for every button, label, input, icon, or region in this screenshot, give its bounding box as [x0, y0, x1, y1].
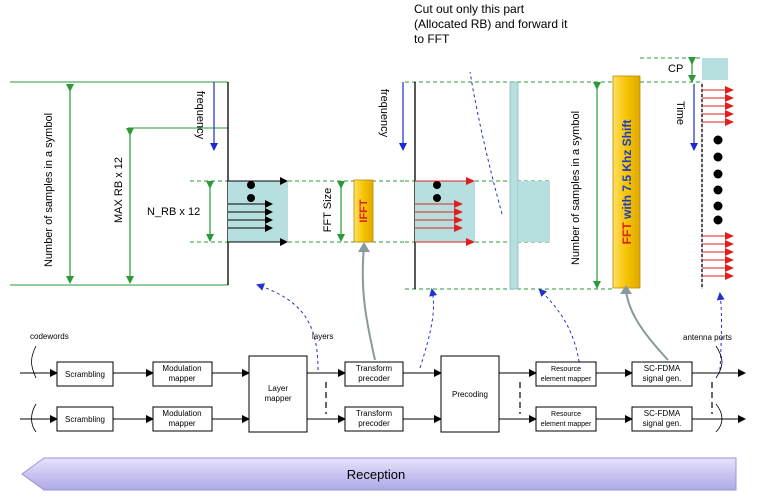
grey-connectors [361, 245, 669, 361]
resource-element-mapper-label: Resource [551, 366, 581, 373]
cp-block [702, 58, 728, 80]
layer-mapper-label: Layer [268, 384, 288, 393]
transform-precoder-label: precoder [358, 419, 390, 428]
transform-precoder-label: Transform [356, 364, 392, 373]
resource-element-mapper-label: Resource [551, 411, 581, 418]
fft-shift-block [612, 75, 641, 289]
chain-dashed-verticals [325, 382, 713, 414]
modulation-mapper-label: mapper [168, 374, 195, 383]
ifft-block [353, 179, 374, 243]
resource-element-mapper-label: element mapper [541, 421, 592, 428]
subcarrier-arrows-middle [415, 177, 475, 246]
time-dots [713, 135, 723, 225]
codewords-label: codewords [30, 332, 69, 341]
full-band-bar [509, 81, 519, 290]
time-label: Time [674, 101, 686, 125]
fft-size-label: FFT Size [322, 188, 334, 232]
cp-label: CP [668, 63, 683, 75]
chain-lines [20, 369, 746, 423]
cutout-note-line3: to FFT [414, 32, 450, 46]
dot [433, 181, 441, 189]
transform-precoder-label: Transform [356, 409, 392, 418]
cutout-note-line2: (Allocated RB) and forward it [414, 17, 568, 31]
max-rb-label: MAX RB x 12 [113, 157, 125, 223]
transform-precoder-label: precoder [358, 374, 390, 383]
scfdma-signal-gen-label: SC-FDMA [644, 409, 681, 418]
codeword-brace-1 [31, 345, 37, 379]
layer-mapper-label: mapper [264, 394, 291, 403]
left-green-lines [10, 81, 228, 286]
scrambling-label: Scrambling [65, 415, 105, 424]
modulation-mapper-label: mapper [168, 419, 195, 428]
antenna-brace-1 [715, 345, 723, 379]
time-sample-arrows [702, 86, 734, 280]
antenna-ports-label: antenna ports [683, 333, 732, 342]
scfdma-signal-gen-label: SC-FDMA [644, 364, 681, 373]
grey-connector-head-2 [620, 285, 632, 294]
resource-element-mapper-label: element mapper [541, 376, 592, 383]
fft-shift-prefix: FFT [620, 219, 634, 244]
modulation-mapper-label: Modulation [162, 364, 201, 373]
precoding-label: Precoding [452, 390, 488, 399]
subcarrier-arrows-left [228, 177, 288, 246]
grey-connector-head-1 [358, 242, 370, 252]
codeword-brace-2 [31, 403, 37, 433]
blue-dashed-connectors [256, 71, 725, 371]
reception-banner [21, 457, 737, 491]
frequency-label-right: frequency [378, 89, 390, 138]
layers-label: layers [312, 332, 333, 341]
dot [433, 194, 441, 202]
allocated-rb-block-right [518, 181, 550, 242]
n-rb-label: N_RB x 12 [147, 206, 200, 218]
left-dashed-lines [190, 180, 405, 243]
scfdma-signal-gen-label: signal gen. [643, 374, 682, 383]
fft-shift-label: FFT with 7.5 Khz Shift [620, 120, 634, 245]
reception-label: Reception [347, 467, 406, 482]
frequency-label-left: frequency [194, 91, 206, 140]
dot [247, 181, 255, 189]
cutout-note-line1: Cut out only this part [414, 2, 525, 16]
scfdma-signal-gen-label: signal gen. [643, 419, 682, 428]
scrambling-label: Scrambling [65, 370, 105, 379]
ifft-label: IFFT [358, 199, 370, 222]
antenna-brace-2 [715, 403, 723, 433]
samples-left-label: Number of samples in a symbol [43, 113, 55, 267]
chain-blocks [56, 355, 693, 433]
samples-right-label: Number of samples in a symbol [570, 111, 582, 265]
modulation-mapper-label: Modulation [162, 409, 201, 418]
fft-shift-suffix: with 7.5 Khz Shift [620, 120, 634, 220]
dot [247, 194, 255, 202]
